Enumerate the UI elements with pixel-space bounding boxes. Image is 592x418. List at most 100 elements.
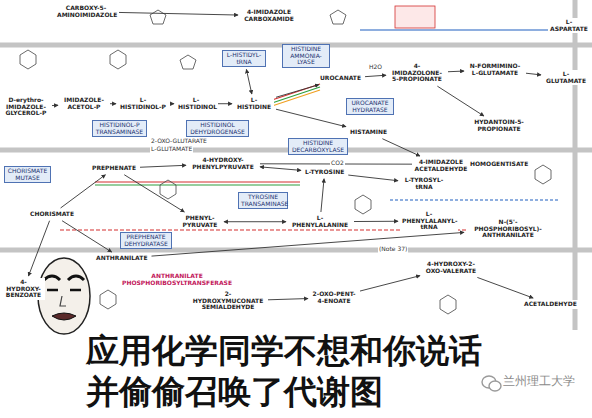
- node-text: 4-IMIDAZOLE ACETALDEHYDE: [414, 159, 468, 172]
- node-text: HISTIDINE AMMONIA-LYASE: [285, 46, 327, 66]
- reaction-arrow: [119, 12, 238, 15]
- node-text: HISTIDINE DECARBOXYLASE: [291, 140, 345, 153]
- node-text: 4-HYDROXY-2-OXO-VALERATE: [424, 261, 478, 274]
- ring-structure: [535, 165, 551, 184]
- compound-label: L-HISTIDINOL-P: [118, 96, 168, 111]
- node-text: L-GLUTAMATE: [545, 71, 587, 84]
- compound-label: 4-IMIDAZOLE CARBOXAMIDE: [240, 8, 298, 23]
- node-text: L-HISTIDINOL-P: [120, 97, 166, 110]
- compound-label: L-TYROSINE: [303, 168, 346, 177]
- watermark: 兰州理工大学: [502, 375, 576, 388]
- compound-label: L-GLUTAMATE: [543, 70, 589, 85]
- node-text: D-erythro-IMIDAZOLE-GLYCEROL-P: [4, 97, 48, 117]
- reaction-arrow: [437, 86, 483, 116]
- node-text: UROCANATE HYDRATASE: [349, 100, 391, 113]
- enzyme-box: HISTIDINE DECARBOXYLASE: [288, 138, 348, 155]
- ring-structure: [150, 10, 166, 24]
- cofactor-label: CO2: [330, 160, 345, 167]
- highlight-strand: [95, 184, 300, 185]
- reaction-arrow: [382, 139, 420, 156]
- node-text: N-FORMIMINO-L-GLUTAMATE: [468, 63, 522, 76]
- compound-label: HYDANTOIN-5-PROPIONATE: [470, 118, 528, 133]
- compound-label: UROCANATE: [318, 74, 363, 83]
- compound-label: 2-HYDROXYMUCONATE SEMIALDEHYDE: [190, 290, 266, 312]
- ring-structure: [330, 10, 346, 24]
- reaction-arrow: [62, 221, 112, 252]
- reaction-arrow: [224, 221, 286, 222]
- grey-trunk: [573, 0, 578, 330]
- ring-structure: [440, 295, 456, 314]
- node-text: 2-OXO-PENT-4-ENOATE: [312, 291, 356, 304]
- reaction-arrow: [321, 179, 324, 212]
- node-text: HISTIDINOL DEHYDROGENASE: [189, 122, 246, 135]
- node-text: PREPHENATE: [92, 165, 136, 172]
- ring-structure: [100, 290, 116, 309]
- reaction-arrow: [348, 175, 398, 181]
- compound-label: L-PHENYLALANINE: [288, 214, 352, 229]
- highlight-strand: [390, 199, 560, 200]
- node-text: PHENYL-PYRUVATE: [180, 215, 220, 228]
- node-text: HISTAMINE: [350, 129, 387, 136]
- node-text: ACETALDEHYDE: [524, 301, 577, 308]
- node-text: IMIDAZOLE-ACETOL-P: [62, 97, 106, 110]
- reaction-arrow: [52, 105, 58, 106]
- node-text: HYDANTOIN-5-PROPIONATE: [472, 119, 526, 132]
- node-text: N-(5'-PHOSPHORIBOSYL)-ANTHRANILATE: [468, 219, 548, 239]
- node-text: L-HISTIDINE: [236, 97, 272, 110]
- mouth: [52, 313, 76, 320]
- reaction-arrow: [260, 167, 301, 170]
- compound-label: 4-IMIDAZOLE ACETALDEHYDE: [412, 158, 470, 173]
- reaction-arrow: [140, 165, 186, 167]
- node-text: L-TYROSINE: [305, 169, 344, 176]
- node-text: L-TYROSYL-tRNA: [402, 177, 446, 190]
- reaction-arrow: [354, 221, 398, 222]
- highlight-strand: [360, 29, 560, 30]
- enzyme-box: HISTIDINOL-P TRANSAMINASE: [92, 120, 147, 137]
- compound-label: 4-IMIDAZOLONE-5-PROPIONATE: [388, 62, 446, 84]
- grey-trunk: [0, 248, 592, 253]
- node-text: L-PHENYLALANINE: [290, 215, 350, 228]
- meme-face: [38, 258, 90, 334]
- node-text: L-HISTIDYL-tRNA: [225, 52, 263, 65]
- node-text: UROCANATE: [320, 75, 361, 82]
- enzyme-box: HISTIDINE AMMONIA-LYASE: [282, 44, 330, 68]
- enzyme-box: CHORISMATE MUTASE: [4, 166, 51, 183]
- reaction-arrow: [360, 276, 420, 291]
- node-text: ANTHRANILATE PHOSPHORIBOSYLTRANSFERASE: [114, 273, 240, 286]
- nose: [60, 296, 66, 306]
- node-text: L-PHENYLALANYL-tRNA: [402, 211, 456, 231]
- eyebrow: [44, 276, 60, 280]
- node-text: CHORISMATE MUTASE: [7, 168, 48, 181]
- compound-label: CHORISMATE: [28, 210, 76, 219]
- node-text: CARBOXY-5-AMINOIMIDAZOLE: [57, 5, 115, 18]
- wechat-icon: [482, 376, 501, 391]
- node-text: TYROSINE TRANSAMINASE: [241, 194, 285, 207]
- enzyme-box: PREPHENATE DEHYDRATASE: [120, 232, 172, 249]
- reaction-arrow: [526, 73, 541, 75]
- highlight-strand: [95, 181, 300, 182]
- compound-label: ACETALDEHYDE: [522, 300, 579, 309]
- compound-label: N-FORMIMINO-L-GLUTAMATE: [466, 62, 524, 77]
- ring-structure: [355, 195, 371, 214]
- ring-structure: [110, 50, 126, 69]
- reaction-arrow: [218, 103, 232, 104]
- compound-label: PHENYL-PYRUVATE: [178, 214, 222, 229]
- node-text: PREPHENATE DEHYDRATASE: [123, 234, 169, 247]
- compound-label: 4-HYDROXY-BENZOATE: [2, 278, 45, 300]
- reaction-arrow: [276, 109, 346, 126]
- compound-label: 4-HYDROXY-PHENYLPYRUVATE: [188, 156, 258, 171]
- node-text: L-ASPARTATE: [550, 19, 588, 32]
- ring-structure: [180, 55, 196, 69]
- node-text: L-HISTIDINOL: [178, 97, 214, 110]
- node-text: 4-IMIDAZOLONE-5-PROPIONATE: [390, 63, 444, 83]
- cofactor-label: 2-OXO-GLUTARATE: [150, 138, 208, 145]
- reaction-arrow: [365, 75, 386, 76]
- reaction-arrow: [448, 71, 464, 73]
- node-text: CHORISMATE: [30, 211, 74, 218]
- compound-label: PREPHENATE: [90, 164, 138, 173]
- reaction-arrow: [268, 299, 308, 300]
- compound-label: 2-OXO-PENT-4-ENOATE: [310, 290, 358, 305]
- node-text: 4-HYDROXY-BENZOATE: [4, 279, 43, 299]
- compound-label: L-HISTIDINOL: [176, 96, 216, 111]
